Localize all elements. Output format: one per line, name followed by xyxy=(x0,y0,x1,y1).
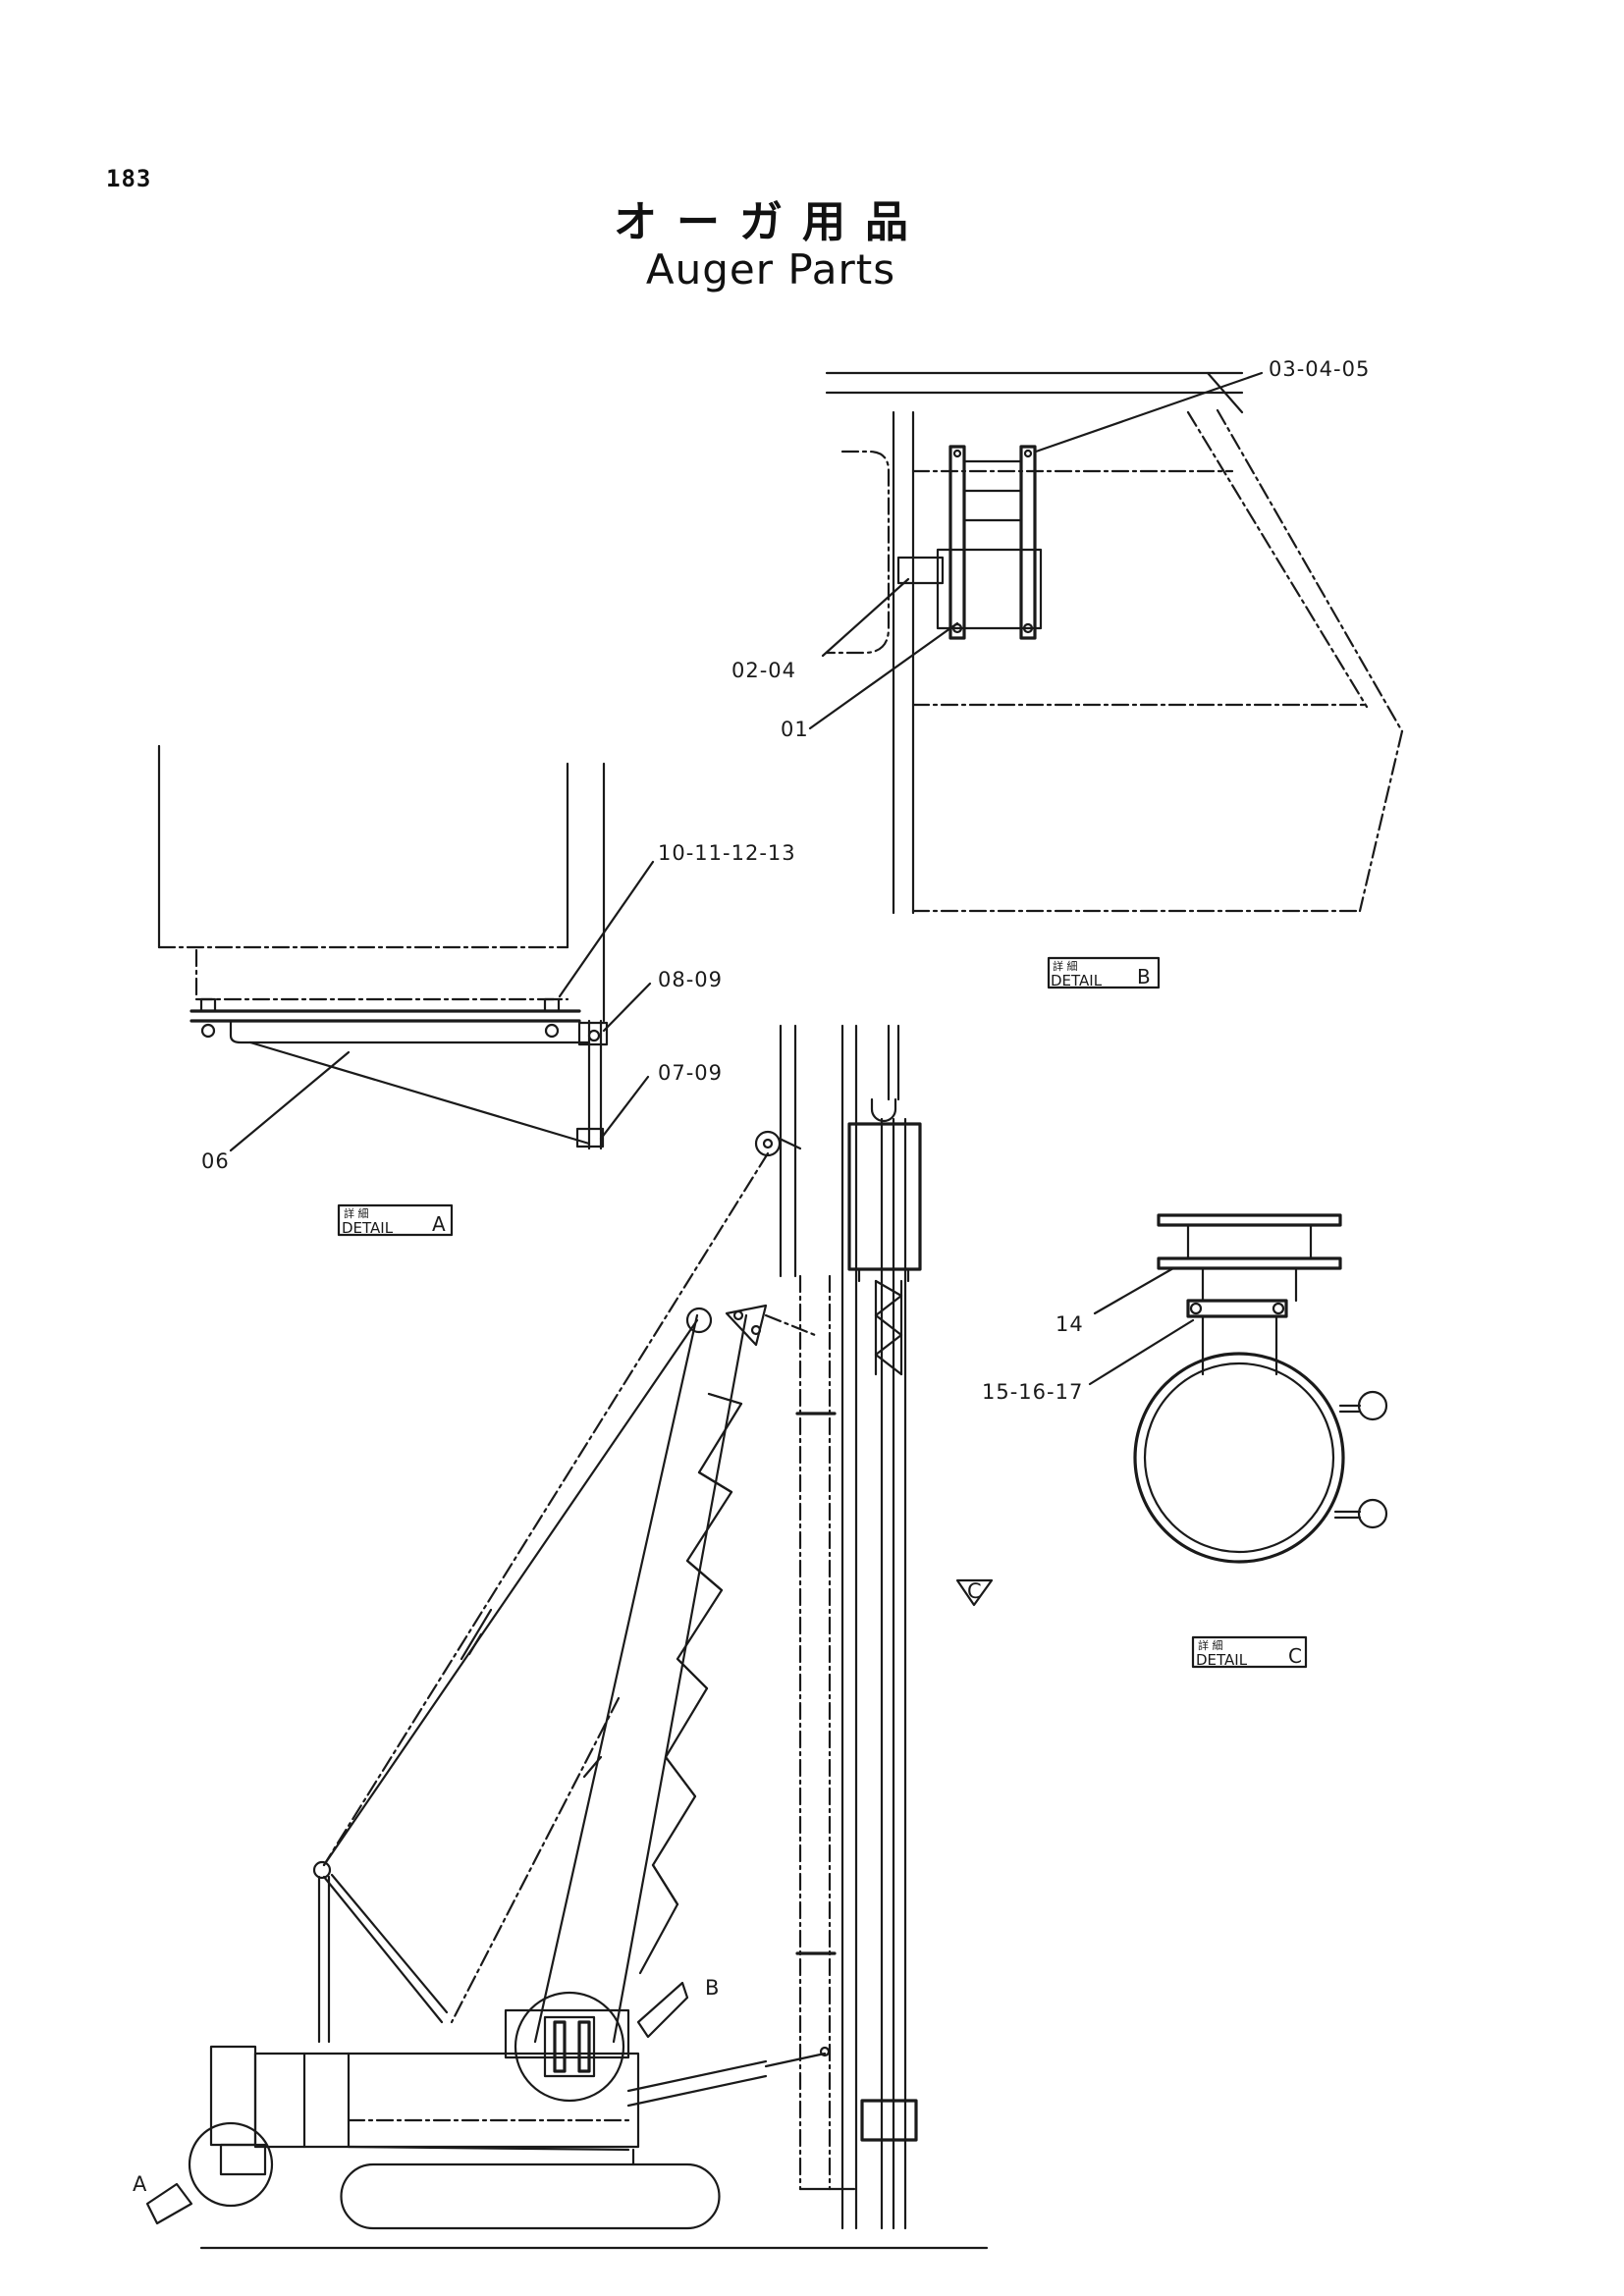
callout-14: 14 xyxy=(1056,1312,1084,1336)
detail-a-small-text: 詳 細 xyxy=(344,1206,369,1220)
callout-10-11-12-13: 10-11-12-13 xyxy=(658,841,796,865)
detail-c-letter: C xyxy=(1288,1644,1302,1668)
detail-b-word: DETAIL xyxy=(1051,972,1103,989)
detail-b-label: 詳 細 DETAIL B xyxy=(1047,956,1161,989)
page-number: 183 xyxy=(106,165,152,192)
view-marker-a: A xyxy=(133,2172,147,2196)
title-english: Auger Parts xyxy=(645,245,896,294)
callout-02-04: 02-04 xyxy=(731,659,796,682)
detail-b-letter: B xyxy=(1137,965,1151,988)
callout-03-04-05: 03-04-05 xyxy=(1269,357,1370,381)
detail-c-drawing xyxy=(1088,1213,1388,1564)
callout-01: 01 xyxy=(781,718,809,741)
detail-a-word: DETAIL xyxy=(342,1219,394,1237)
detail-a-letter: A xyxy=(432,1212,446,1236)
view-marker-b: B xyxy=(705,1976,720,2000)
callout-06: 06 xyxy=(201,1149,230,1173)
callout-07-09: 07-09 xyxy=(658,1061,723,1085)
detail-a-drawing xyxy=(157,744,655,1152)
detail-b-drawing xyxy=(808,371,1404,915)
callout-08-09: 08-09 xyxy=(658,968,723,991)
detail-b-small-text: 詳 細 xyxy=(1053,959,1078,973)
detail-a-label: 詳 細 DETAIL A xyxy=(337,1203,454,1237)
detail-c-word: DETAIL xyxy=(1196,1651,1248,1669)
detail-c-label: 詳 細 DETAIL C xyxy=(1191,1635,1308,1669)
view-marker-c: C xyxy=(955,1578,994,1607)
detail-c-small-text: 詳 細 xyxy=(1198,1638,1223,1652)
callout-15-16-17: 15-16-17 xyxy=(982,1380,1083,1404)
title-japanese: オーガ用品 xyxy=(614,197,928,247)
view-marker-c-letter: C xyxy=(967,1579,983,1603)
pile-driver-machine: B A xyxy=(133,1024,989,2250)
